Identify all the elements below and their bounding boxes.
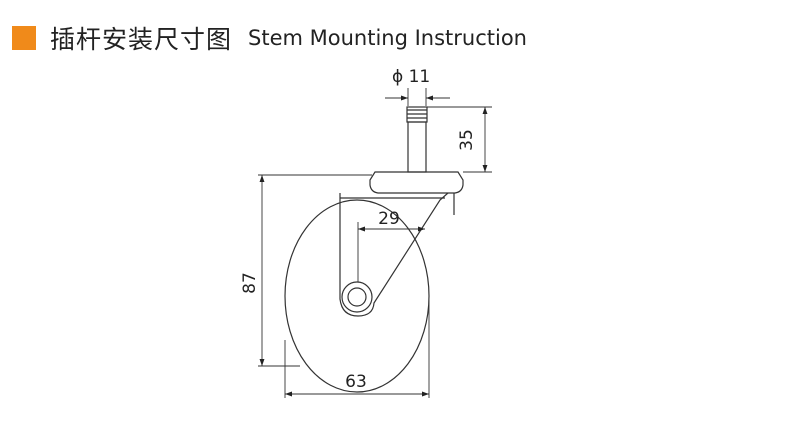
label-stem-diameter: ϕ 11 <box>392 67 430 87</box>
swivel-plate <box>369 171 464 194</box>
label-swivel-offset: 29 <box>378 209 400 229</box>
title-english: Stem Mounting Instruction <box>248 26 527 50</box>
axle-inner <box>347 287 367 307</box>
label-overall-height: 87 <box>240 272 260 294</box>
label-wheel-diameter: 63 <box>345 372 367 392</box>
fork <box>339 192 449 317</box>
extension-lines <box>258 88 492 398</box>
accent-square <box>12 26 36 50</box>
header: 插杆安装尺寸图 Stem Mounting Instruction <box>12 18 527 58</box>
title-chinese: 插杆安装尺寸图 <box>50 25 233 54</box>
stem <box>406 106 428 173</box>
axle-outer <box>341 281 373 313</box>
label-stem-height: 35 <box>457 129 477 151</box>
